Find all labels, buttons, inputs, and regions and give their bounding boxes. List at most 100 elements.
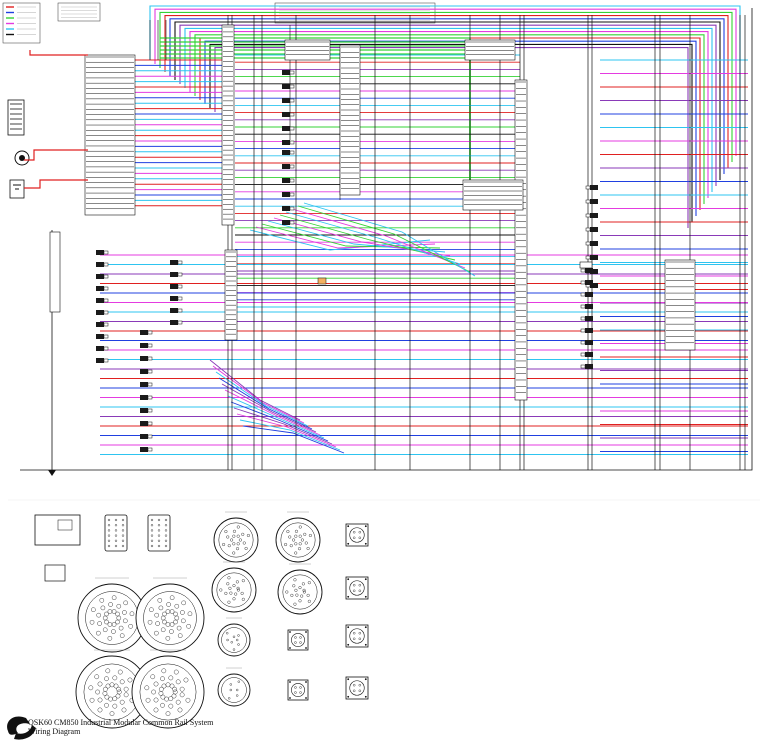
inline-connector xyxy=(96,250,104,255)
connector-pin xyxy=(147,382,153,387)
connector-pin xyxy=(289,84,295,89)
power-feed xyxy=(24,179,88,189)
connector-pin xyxy=(168,675,174,681)
fan-wire xyxy=(291,208,466,269)
connector-pin xyxy=(235,580,239,584)
connector-inner-ring xyxy=(218,522,254,558)
inline-connector xyxy=(585,328,593,333)
connector-pin xyxy=(104,676,109,682)
connector-pin xyxy=(164,696,169,702)
connector-inner-ring xyxy=(221,627,247,653)
connector-pin xyxy=(358,683,362,687)
connector-pin xyxy=(236,547,240,551)
cummins-logo xyxy=(7,716,36,740)
fan-wire xyxy=(303,202,476,277)
square-connector-ring xyxy=(349,628,365,644)
connector-pin xyxy=(228,586,232,590)
inline-connector xyxy=(140,330,148,335)
connector-pin xyxy=(119,679,125,685)
ecm-port xyxy=(57,519,73,531)
connector-pin xyxy=(585,199,591,204)
connector-pin xyxy=(102,615,108,621)
connector-pin xyxy=(219,588,223,592)
lower-fan-wire xyxy=(218,377,313,430)
connector-pin xyxy=(177,707,183,713)
wire-run xyxy=(204,40,697,216)
connector-pin xyxy=(116,603,122,609)
connector-pin xyxy=(160,694,166,700)
mount-hole xyxy=(305,631,307,633)
mount-hole xyxy=(289,631,291,633)
outer-harness-line xyxy=(20,8,753,471)
connector-pin xyxy=(352,637,356,641)
mount-hole xyxy=(347,695,350,698)
fan-wire xyxy=(297,205,471,273)
connector-pin xyxy=(289,112,295,117)
connector-pin xyxy=(307,599,311,603)
connector-pin xyxy=(160,627,166,633)
connector-pin xyxy=(104,702,109,708)
inline-connector xyxy=(585,316,593,321)
connector-pin xyxy=(236,586,240,590)
connector-pin xyxy=(107,524,111,527)
inline-connector xyxy=(140,447,148,452)
connector-pin xyxy=(121,518,125,522)
connector-pin xyxy=(104,611,109,617)
connector-inner-ring xyxy=(221,677,247,703)
connector-pin xyxy=(286,529,290,534)
inline-resistor xyxy=(579,261,593,269)
connector-pin xyxy=(121,544,125,548)
inline-connector xyxy=(590,185,598,190)
connector-pin xyxy=(169,683,175,689)
connector-pin xyxy=(295,593,299,597)
ground-block xyxy=(49,231,61,313)
inline-connector xyxy=(170,320,178,325)
connector-pin xyxy=(237,643,240,646)
connector-pin xyxy=(288,535,292,539)
connector-pin xyxy=(236,694,239,697)
connector-pin xyxy=(158,686,164,692)
connector-pin xyxy=(107,534,111,537)
connector-pin xyxy=(104,619,109,625)
mount-hole xyxy=(347,643,350,646)
mount-hole xyxy=(289,697,291,699)
connector-pin xyxy=(173,669,179,675)
connector-inner-ring xyxy=(280,522,316,558)
connector-pin xyxy=(121,534,125,537)
circular-connector-icon xyxy=(135,583,205,653)
lower-fan-wire xyxy=(242,425,345,454)
connector-pin xyxy=(352,583,356,587)
connector-pin xyxy=(232,635,236,638)
connector-pin xyxy=(103,250,109,255)
connector-pin xyxy=(289,206,295,211)
inline-connector xyxy=(96,274,104,279)
connector-pin xyxy=(157,598,163,603)
connector-pin xyxy=(119,699,125,705)
connector-pin xyxy=(352,530,356,534)
connector-pin xyxy=(165,636,171,641)
circular-connector-icon xyxy=(217,623,251,657)
connector-pin xyxy=(224,529,228,534)
inline-connector xyxy=(140,434,148,439)
inline-connector xyxy=(140,421,148,426)
right-pin-strip xyxy=(514,79,528,401)
connector-pin xyxy=(105,668,111,674)
inline-connector xyxy=(96,334,104,339)
connector-pin xyxy=(153,707,159,713)
connector-pin xyxy=(229,591,233,595)
connector-pin xyxy=(185,697,191,703)
mount-hole xyxy=(364,542,367,545)
connector-pin xyxy=(129,611,135,616)
connector-pin xyxy=(289,164,295,169)
connector-pin xyxy=(157,529,161,532)
connector-pin xyxy=(298,534,302,538)
connector-pin xyxy=(294,686,297,689)
inline-connector xyxy=(590,255,598,260)
connector-pin xyxy=(116,615,122,621)
connector-pin xyxy=(294,691,297,694)
connector-pin xyxy=(226,632,229,635)
connector-pin xyxy=(236,534,240,538)
connector-pin xyxy=(128,624,133,629)
connector-pin xyxy=(236,525,240,529)
lower-fan-wire xyxy=(233,407,333,445)
